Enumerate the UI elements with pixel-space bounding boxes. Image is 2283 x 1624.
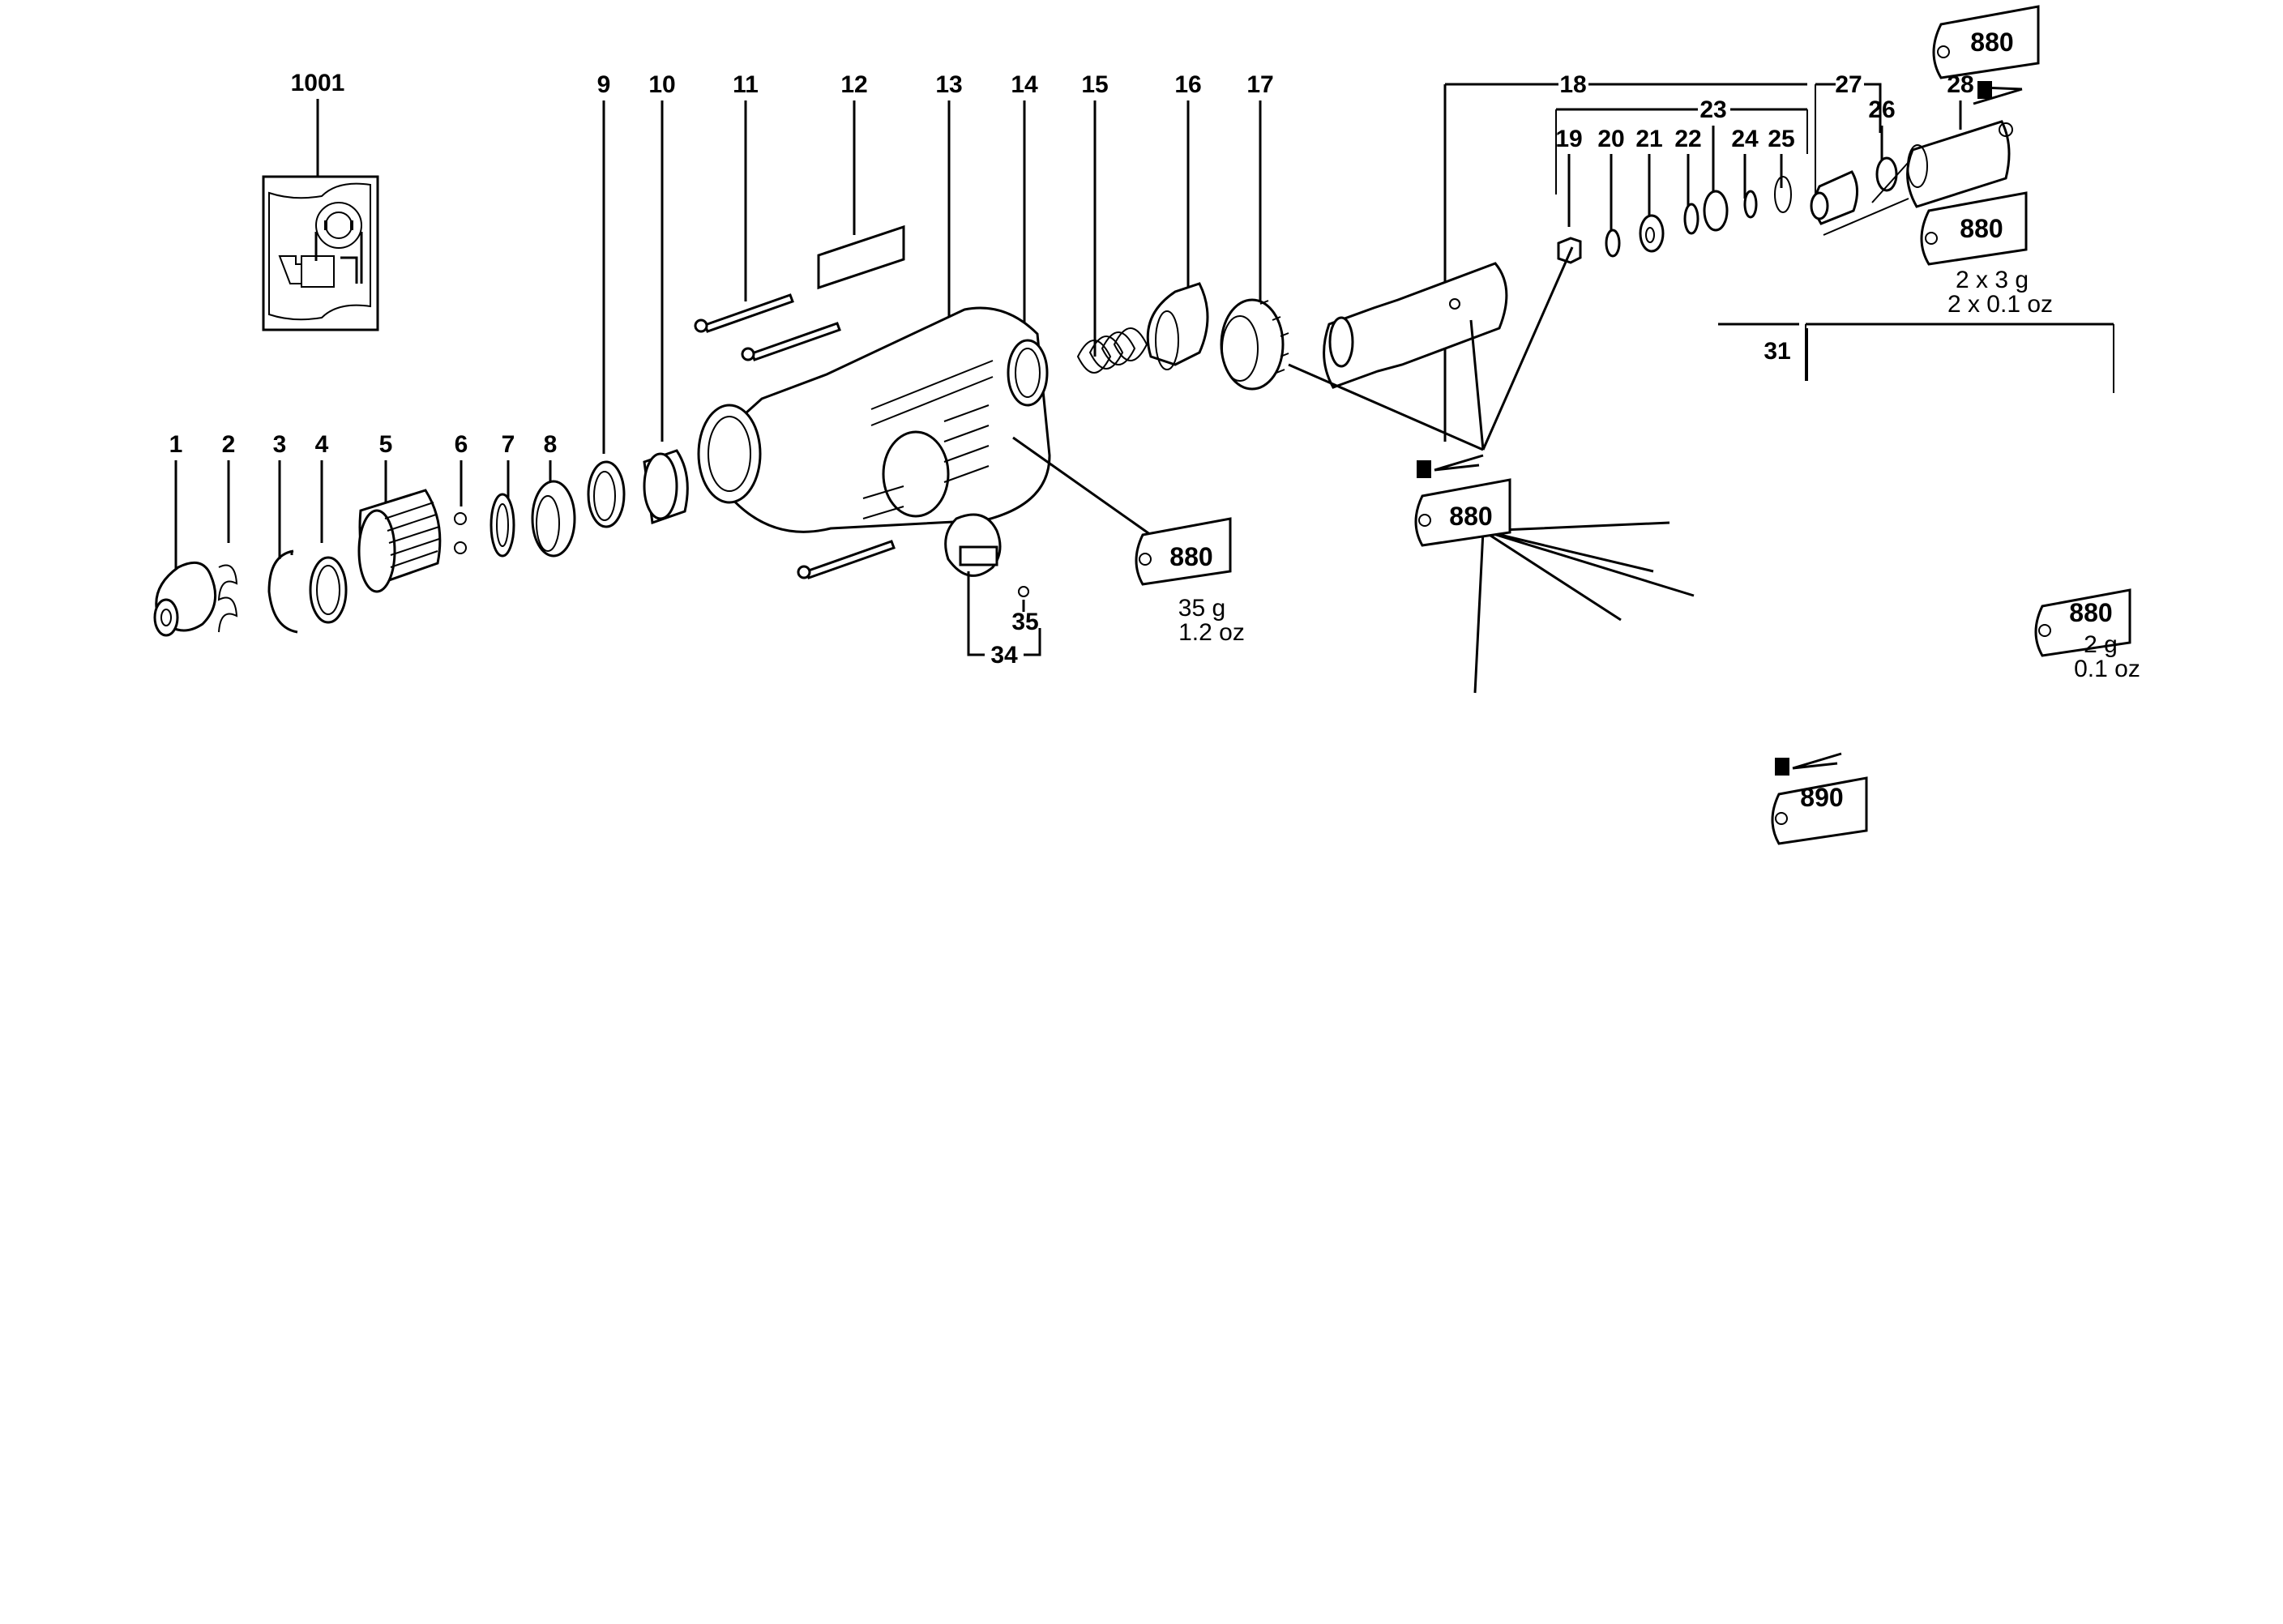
part-label-18[interactable]: 18: [1559, 71, 1586, 98]
wiring-diagram-inset[interactable]: 1001: [262, 70, 379, 331]
motor-flange-group: 31: [1718, 323, 2114, 393]
grease-code: 880: [1970, 28, 2013, 57]
grease-amount-g: 35 g: [1178, 595, 1225, 622]
grease-tube-880-piston[interactable]: 880 2 x 3 g 2 x 0.1 oz: [1920, 191, 2053, 318]
grease-tube-880-centre[interactable]: 880: [1414, 454, 1511, 547]
part-label-13[interactable]: 13: [935, 71, 962, 98]
part-label-35[interactable]: 35: [1011, 609, 1038, 635]
part-label-6[interactable]: 6: [455, 431, 468, 458]
part-label-4[interactable]: 4: [315, 431, 329, 458]
part-label-22[interactable]: 22: [1674, 126, 1701, 152]
grease-tube-880-top-right[interactable]: 880: [1932, 5, 2040, 105]
part-label-17[interactable]: 17: [1246, 71, 1273, 98]
grease-amount-g: 2 g: [2084, 631, 2118, 658]
part-label-1001[interactable]: 1001: [291, 70, 345, 96]
part-label-1[interactable]: 1: [169, 431, 183, 458]
part-label-2[interactable]: 2: [222, 431, 236, 458]
part-label-9[interactable]: 9: [597, 71, 611, 98]
front-chuck-parts: [153, 449, 689, 637]
part-label-16[interactable]: 16: [1174, 71, 1201, 98]
part-label-15[interactable]: 15: [1081, 71, 1108, 98]
grease-amount-oz: 2 x 0.1 oz: [1947, 291, 2053, 318]
part-label-3[interactable]: 3: [273, 431, 287, 458]
grease-tube-880-housing[interactable]: 880 35 g 1.2 oz: [1135, 517, 1245, 646]
part-label-14[interactable]: 14: [1011, 71, 1038, 98]
part-label-24[interactable]: 24: [1731, 126, 1759, 152]
gear-housing-13: [694, 120, 2013, 533]
part-label-34[interactable]: 34: [990, 642, 1018, 669]
part-label-10[interactable]: 10: [648, 71, 675, 98]
part-label-5[interactable]: 5: [379, 431, 393, 458]
mode-selector-knob-34: 35 34: [797, 513, 1041, 669]
part-label-12[interactable]: 12: [840, 71, 867, 98]
part-label-20[interactable]: 20: [1597, 126, 1624, 152]
part-label-25[interactable]: 25: [1768, 126, 1794, 152]
grease-amount-g: 2 x 3 g: [1956, 267, 2029, 293]
grease-code: 890: [1800, 783, 1843, 812]
grease-tube-890[interactable]: 890: [1771, 752, 1868, 845]
grease-code: 880: [1960, 214, 2003, 243]
part-label-7[interactable]: 7: [502, 431, 515, 458]
part-label-19[interactable]: 19: [1555, 126, 1582, 152]
part-label-23[interactable]: 23: [1699, 96, 1726, 123]
grease-code: 880: [1169, 542, 1212, 571]
grease-amount-oz: 1.2 oz: [1178, 619, 1245, 646]
part-label-31[interactable]: 31: [1764, 338, 1790, 365]
grease-code: 880: [1449, 502, 1492, 531]
part-label-26[interactable]: 26: [1868, 96, 1895, 123]
part-label-8[interactable]: 8: [544, 431, 558, 458]
grease-code: 880: [2069, 598, 2112, 627]
grease-amount-oz: 0.1 oz: [2074, 656, 2140, 682]
part-label-21[interactable]: 21: [1635, 126, 1662, 152]
part-label-27[interactable]: 27: [1835, 71, 1862, 98]
grease-tube-880-switch[interactable]: 880 2 g 0.1 oz: [2034, 588, 2140, 682]
leader-lines: [1012, 161, 1909, 694]
top-labels: 9 10 11 12 13 14 15 16 17 18 23 27 26 28: [169, 71, 1974, 583]
part-label-11[interactable]: 11: [733, 71, 759, 98]
